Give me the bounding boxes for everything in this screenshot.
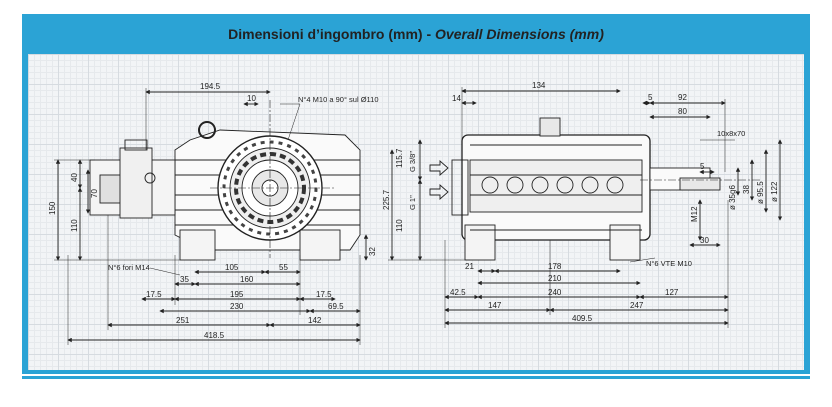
- dim-160: 160: [240, 275, 254, 284]
- dim-42-5: 42.5: [450, 288, 466, 297]
- note-holes: N°4 M10 a 90° sul Ø110: [298, 95, 379, 104]
- dim-409-5: 409.5: [572, 314, 593, 323]
- note-key: 10x8x70: [717, 129, 745, 138]
- dim-21: 21: [465, 262, 474, 271]
- dim-178: 178: [548, 262, 562, 271]
- dim-80: 80: [678, 107, 687, 116]
- title-separator: -: [422, 26, 436, 42]
- dim-194-5: 194.5: [200, 82, 221, 91]
- dim-35: 35: [180, 275, 189, 284]
- dim-418-5: 418.5: [204, 331, 225, 340]
- dim-5-top: 5: [648, 93, 653, 102]
- drive-shaft: [640, 167, 760, 191]
- dim-70: 70: [90, 189, 99, 198]
- dim-5-shaft: 5: [700, 162, 705, 171]
- dim-105: 105: [225, 263, 239, 272]
- dim-110-front: 110: [395, 219, 404, 232]
- dim-17-5-left: 17.5: [146, 290, 162, 299]
- inlet-arrow: [429, 184, 449, 200]
- dim-134: 134: [532, 81, 546, 90]
- page-title: Dimensioni d’ingombro (mm) - Overall Dim…: [22, 14, 810, 54]
- dim-92: 92: [678, 93, 687, 102]
- bottom-rule: [22, 376, 810, 379]
- note-vte: N°6 VTE M10: [646, 259, 692, 268]
- left-side-view: [54, 88, 369, 345]
- port-g1: G 1": [408, 195, 417, 210]
- dim-147: 147: [488, 301, 502, 310]
- dim-251: 251: [176, 316, 190, 325]
- dim-110: 110: [70, 219, 79, 232]
- dim-150: 150: [48, 201, 57, 215]
- dim-225-7: 225.7: [382, 189, 391, 210]
- dim-14: 14: [452, 94, 461, 103]
- dim-115-7: 115.7: [395, 148, 404, 168]
- dim-210: 210: [548, 274, 562, 283]
- dim-247: 247: [630, 301, 644, 310]
- dim-32: 32: [368, 247, 377, 256]
- dim-38: 38: [742, 185, 751, 194]
- dim-m12: M12: [690, 206, 699, 222]
- dim-127: 127: [665, 288, 679, 297]
- dim-17-5-right: 17.5: [316, 290, 332, 299]
- title-italian: Dimensioni d’ingombro (mm): [228, 26, 423, 42]
- dim-240: 240: [548, 288, 562, 297]
- pump-cylinders: [481, 176, 624, 194]
- dim-95-5: ø 95.5: [756, 181, 765, 204]
- right-front-view: [388, 87, 783, 328]
- dim-69-5: 69.5: [328, 302, 344, 311]
- dim-35g6: ø 35g6: [728, 185, 737, 210]
- dim-10: 10: [247, 94, 256, 103]
- outlet-arrow: [429, 160, 449, 176]
- dim-142: 142: [308, 316, 322, 325]
- lifting-eye: [198, 121, 216, 139]
- dim-122: ø 122: [770, 181, 779, 202]
- dim-230: 230: [230, 302, 244, 311]
- pump-body-front: [451, 117, 651, 261]
- dim-40: 40: [70, 173, 79, 182]
- port-g38: G 3/8": [408, 151, 417, 172]
- note-base-holes: N°6 fori M14: [108, 263, 150, 272]
- dim-55: 55: [279, 263, 288, 272]
- dim-30: 30: [700, 236, 709, 245]
- dim-195: 195: [230, 290, 244, 299]
- title-english: Overall Dimensions (mm): [435, 26, 604, 42]
